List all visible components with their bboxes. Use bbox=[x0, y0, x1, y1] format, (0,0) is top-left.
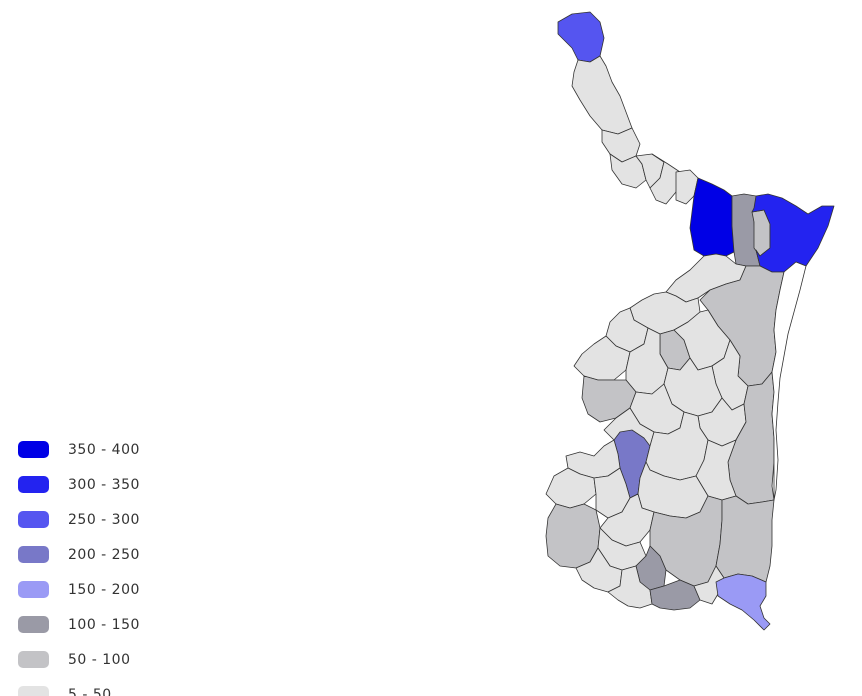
legend-label: 50 - 100 bbox=[68, 651, 131, 668]
legend-label: 150 - 200 bbox=[68, 581, 140, 598]
legend-label: 200 - 250 bbox=[68, 546, 140, 563]
legend-item: 5 - 50 bbox=[18, 677, 238, 696]
municipality-tampico-altamira[interactable] bbox=[715, 573, 771, 631]
municipality-north-corridor-1[interactable] bbox=[571, 55, 633, 135]
legend-label: 100 - 150 bbox=[68, 616, 140, 633]
legend-label: 250 - 300 bbox=[68, 511, 140, 528]
municipality-south-dark-gray-2[interactable] bbox=[649, 579, 701, 611]
legend-item: 250 - 300 bbox=[18, 502, 238, 537]
legend-swatch bbox=[18, 476, 49, 493]
municipality-far-west-2[interactable] bbox=[545, 467, 597, 509]
legend-swatch bbox=[18, 546, 49, 563]
legend-swatch bbox=[18, 616, 49, 633]
legend-item: 350 - 400 bbox=[18, 432, 238, 467]
legend-item: 50 - 100 bbox=[18, 642, 238, 677]
legend-item: 300 - 350 bbox=[18, 467, 238, 502]
legend-item: 100 - 150 bbox=[18, 607, 238, 642]
municipality-north-corridor-5[interactable] bbox=[649, 153, 681, 205]
municipality-southeast-gray[interactable] bbox=[715, 495, 775, 583]
municipality-northwest-tip[interactable] bbox=[557, 11, 605, 63]
municipality-nuevo-laredo[interactable] bbox=[689, 177, 735, 257]
municipality-north-corridor-6[interactable] bbox=[675, 169, 699, 205]
legend-swatch bbox=[18, 686, 49, 696]
legend-swatch bbox=[18, 511, 49, 528]
legend-label: 300 - 350 bbox=[68, 476, 140, 493]
legend-swatch bbox=[18, 441, 49, 458]
legend-label: 5 - 50 bbox=[68, 686, 112, 696]
legend-swatch bbox=[18, 651, 49, 668]
legend-label: 350 - 400 bbox=[68, 441, 140, 458]
map-legend: 350 - 400 300 - 350 250 - 300 200 - 250 150 … bbox=[18, 432, 238, 696]
legend-item: 200 - 250 bbox=[18, 537, 238, 572]
legend-swatch bbox=[18, 581, 49, 598]
legend-item: 150 - 200 bbox=[18, 572, 238, 607]
coastal-lagoon bbox=[771, 261, 807, 501]
